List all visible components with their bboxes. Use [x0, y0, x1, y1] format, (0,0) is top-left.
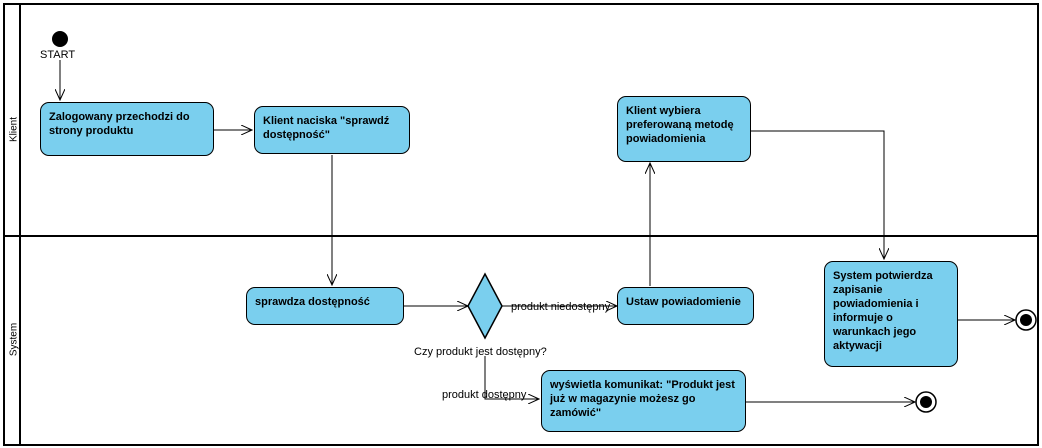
- action-navigate-product: Zalogowany przechodzi do strony produktu: [40, 102, 214, 156]
- guard-available: produkt dostępny: [442, 389, 527, 401]
- action-choose-notification-method: Klient wybiera preferowaną metodę powiad…: [617, 96, 751, 162]
- action-set-notification: Ustaw powiadomienie: [617, 287, 754, 325]
- final-node-core: [1020, 314, 1032, 326]
- action-confirm-notification: System potwierdza zapisanie powiadomieni…: [824, 261, 958, 367]
- swimlane-divider: [3, 235, 1039, 237]
- swimlane-frame: [3, 3, 1039, 446]
- action-click-check-availability: Klient naciska "sprawdź dostępność": [254, 106, 410, 154]
- start-label: START: [40, 49, 76, 61]
- action-check-availability: sprawdza dostępność: [246, 287, 404, 325]
- final-node-core: [920, 396, 932, 408]
- swimlane-header-divider: [19, 3, 21, 446]
- initial-node: [52, 31, 68, 47]
- decision-label: Czy produkt jest dostępny?: [414, 346, 547, 358]
- decision-node: [467, 272, 503, 340]
- guard-unavailable: produkt niedostępny: [511, 301, 611, 313]
- flow-decision-to-a7: [484, 356, 539, 399]
- action-show-in-stock-message: wyświetla komunikat: "Produkt jest już w…: [541, 370, 746, 432]
- flow-a3-to-a6: [751, 130, 884, 259]
